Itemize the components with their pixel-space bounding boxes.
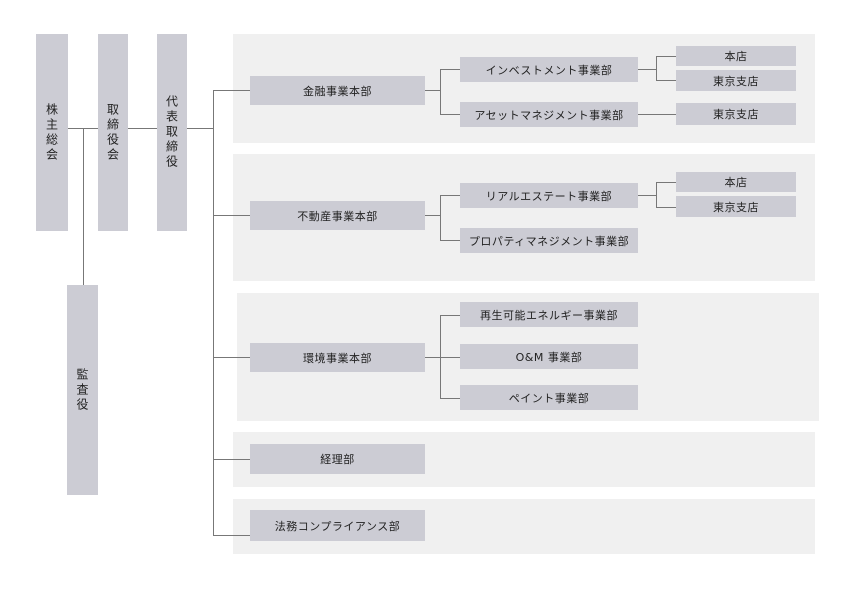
connector-line	[656, 80, 676, 81]
board-of-directors-box: 取締役会	[98, 34, 128, 231]
connector-line	[440, 398, 460, 399]
connector-line	[440, 195, 441, 240]
shareholders-meeting-box: 株主総会	[36, 34, 68, 231]
connector-line	[425, 357, 440, 358]
connector-line	[67, 128, 213, 129]
connector-line	[440, 195, 460, 196]
connector-line	[440, 240, 460, 241]
connector-line	[638, 195, 656, 196]
connector-line	[83, 128, 84, 285]
investment-department-box: インベストメント事業部	[460, 57, 638, 82]
connector-line	[213, 90, 214, 536]
shareholders-meeting-label: 株主総会	[44, 102, 59, 163]
renewable-energy-department-box: 再生可能エネルギー事業部	[460, 302, 638, 327]
connector-line	[656, 182, 676, 183]
real-estate-division-box: 不動産事業本部	[250, 201, 425, 230]
connector-line	[213, 459, 250, 460]
connector-line	[440, 69, 460, 70]
connector-line	[213, 215, 250, 216]
paint-department-box: ペイント事業部	[460, 385, 638, 410]
connector-line	[425, 90, 440, 91]
connector-line	[440, 69, 441, 114]
connector-line	[440, 357, 460, 358]
auditor-box: 監査役	[67, 285, 98, 495]
representative-director-label: 代表取締役	[164, 95, 179, 170]
real-estate-department-box: リアルエステート事業部	[460, 183, 638, 208]
real-estate-head-office-box: 本店	[676, 172, 796, 192]
board-of-directors-label: 取締役会	[105, 102, 120, 163]
connector-line	[638, 69, 656, 70]
connector-line	[213, 357, 250, 358]
connector-line	[638, 114, 676, 115]
legal-compliance-department-box: 法務コンプライアンス部	[250, 510, 425, 541]
connector-line	[425, 215, 440, 216]
connector-line	[440, 315, 441, 398]
finance-division-box: 金融事業本部	[250, 76, 425, 105]
environment-division-box: 環境事業本部	[250, 343, 425, 372]
connector-line	[213, 535, 250, 536]
connector-line	[213, 90, 250, 91]
asset-management-department-box: アセットマネジメント事業部	[460, 102, 638, 127]
property-management-department-box: プロパティマネジメント事業部	[460, 228, 638, 253]
connector-line	[656, 56, 657, 80]
investment-head-office-box: 本店	[676, 46, 796, 66]
real-estate-tokyo-branch-box: 東京支店	[676, 196, 796, 217]
investment-tokyo-branch-box: 東京支店	[676, 70, 796, 91]
connector-line	[656, 182, 657, 207]
accounting-department-box: 経理部	[250, 444, 425, 474]
connector-line	[440, 315, 460, 316]
om-department-box: O&M 事業部	[460, 344, 638, 369]
auditor-label: 監査役	[75, 367, 89, 413]
connector-line	[440, 114, 460, 115]
asset-management-tokyo-branch-box: 東京支店	[676, 103, 796, 125]
connector-line	[656, 207, 676, 208]
connector-line	[656, 56, 676, 57]
representative-director-box: 代表取締役	[157, 34, 187, 231]
